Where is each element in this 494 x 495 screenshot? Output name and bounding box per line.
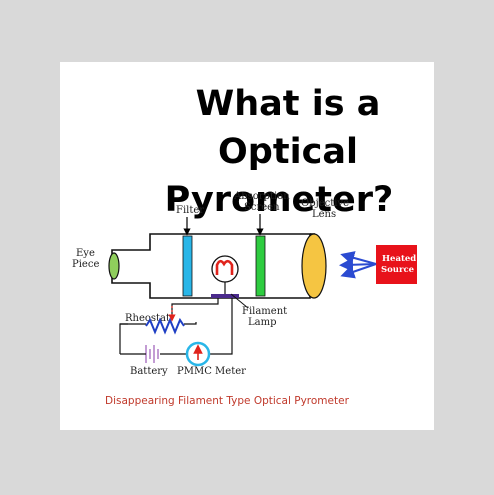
absorption-screen	[255, 235, 266, 297]
filament-label-1: Filament	[242, 306, 287, 317]
absorption-label-2: Screen	[244, 202, 280, 213]
meter-label: PMMC Meter	[177, 366, 246, 377]
title-line-1: What is a Optical	[195, 84, 381, 172]
filter	[182, 235, 193, 297]
lamp-base	[211, 294, 239, 298]
heated-source-label-2: Source	[381, 265, 415, 275]
eye-piece-lens	[108, 252, 120, 280]
rheostat-label: Rheostat	[125, 313, 170, 324]
filter-label: Filter	[176, 205, 204, 216]
heated-source-label-1: Heated	[382, 254, 416, 264]
eye-piece-label-2: Piece	[72, 259, 99, 270]
content-card: What is a Optical Pyrometer?	[60, 62, 434, 430]
objective-lens	[301, 233, 327, 299]
lamp-filament	[215, 259, 234, 275]
pyrometer-diagram: Filter Absorption Screen Objective Lens …	[72, 191, 417, 407]
circuit-wires	[119, 298, 233, 355]
title-line-2: Pyrometer?	[164, 180, 394, 220]
rheostat	[145, 317, 185, 335]
heated-source	[376, 245, 417, 284]
objective-label-2: Lens	[312, 209, 336, 220]
light-rays	[339, 251, 377, 279]
page-title: What is a Optical Pyrometer?	[60, 80, 434, 224]
battery-label: Battery	[130, 366, 168, 377]
eye-piece-label-1: Eye	[76, 248, 95, 259]
objective-label-1: Objective	[301, 198, 349, 209]
filament-label-2: Lamp	[248, 317, 277, 328]
eye-piece-tube	[111, 233, 311, 299]
absorption-label-1: Absorption	[233, 191, 290, 202]
battery	[145, 345, 159, 363]
diagram-caption: Disappearing Filament Type Optical Pyrom…	[105, 395, 350, 407]
